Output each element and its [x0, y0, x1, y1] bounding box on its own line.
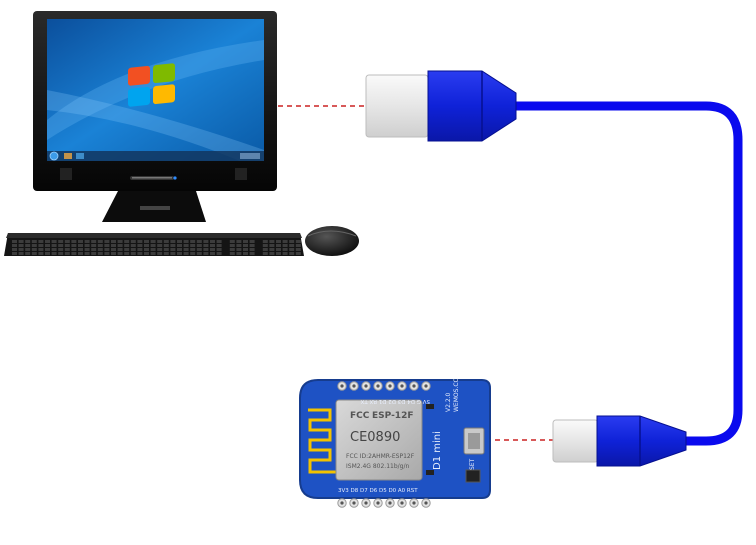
- esp-module-shield: [335, 399, 423, 481]
- keyboard-icon: [4, 233, 304, 256]
- module-brand: FCC: [350, 411, 370, 421]
- mouse-icon: [305, 226, 359, 256]
- module-fcc: FCC ID:2AHMR-ESP12F: [346, 453, 415, 460]
- taskbar: [47, 151, 264, 161]
- computer-icon: [4, 11, 359, 256]
- bottom-pin-labels: 3V3 D8 D7 D6 D5 D0 A0 RST: [338, 488, 418, 494]
- board-maker: WEMOS.CC: [453, 378, 460, 412]
- windows-logo-icon: [128, 63, 175, 107]
- usb-cable: [509, 101, 743, 446]
- board-name: D1 mini: [432, 431, 443, 470]
- top-pin-labels: 5V G D4 D3 D2 D1 RX TX: [360, 398, 430, 404]
- start-button-icon: [49, 151, 59, 161]
- board-version: V2.2.0: [445, 392, 452, 412]
- reset-label: RESET: [469, 458, 476, 478]
- wemos-d1-mini-board-icon: FCC ESP-12F CE0890 FCC ID:2AHMR-ESP12F I…: [299, 378, 491, 508]
- pcb-antenna-icon: [308, 408, 338, 474]
- reset-button: [465, 469, 481, 483]
- module-spec: ISM2.4G 802.11b/g/n: [346, 463, 410, 470]
- module-ce: CE0890: [350, 430, 400, 445]
- micro-usb-plug-icon: [552, 415, 687, 467]
- module-title: ESP-12F: [372, 411, 413, 421]
- usb-a-plug-icon: [365, 70, 517, 142]
